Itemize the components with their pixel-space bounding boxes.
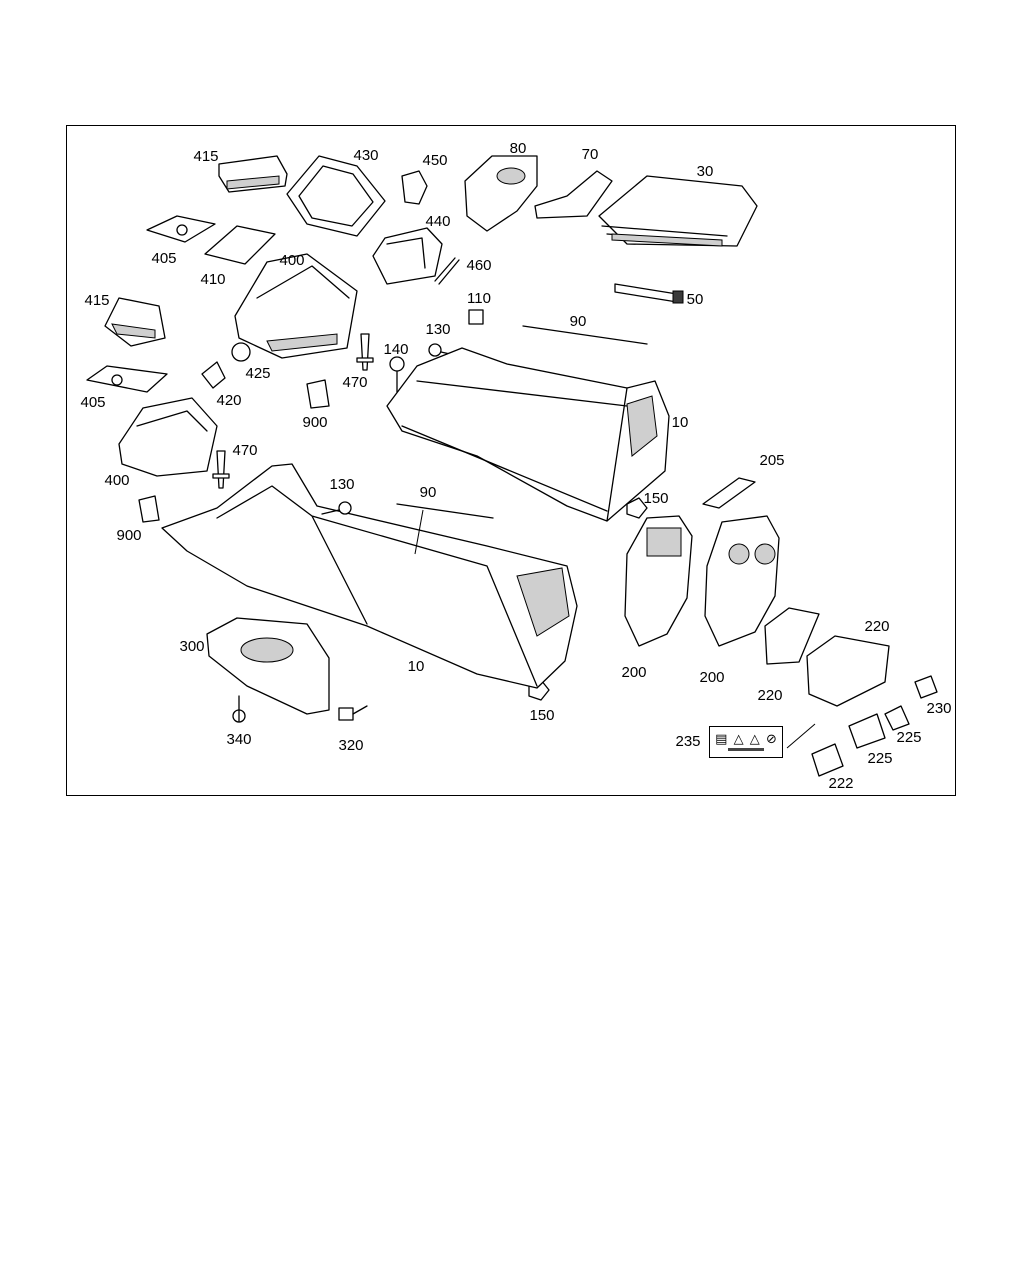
callout-222: 222 [828,775,854,792]
callout-400-upper: 400 [279,252,305,269]
callout-430: 430 [353,147,379,164]
callout-220-left: 220 [757,687,783,704]
callout-130-lower: 130 [329,476,355,493]
callout-300: 300 [179,638,205,655]
callout-220-right: 220 [864,618,890,635]
part-console-10-lower [161,463,578,689]
part-vent-220-left [764,607,820,665]
callout-150-lower: 150 [529,707,555,724]
callout-450: 450 [422,152,448,169]
part-mat-405-upper [146,215,216,243]
part-clip-130-lower [321,501,352,515]
part-clip-320 [338,705,368,721]
callout-30: 30 [696,163,714,180]
callout-425: 425 [245,365,271,382]
callout-150-upper: 150 [643,490,669,507]
part-switch-225-upper [884,705,910,731]
callout-440: 440 [425,213,451,230]
part-console-10-upper [386,347,670,522]
callout-130-upper: 130 [425,321,451,338]
part-trim-70 [534,170,613,219]
part-rear-panel-200-left [624,515,693,647]
warning-triangle-icon: △ [749,730,760,746]
part-mat-410 [204,225,276,265]
part-panel-205 [702,477,756,509]
part-screw-470-lower [212,450,230,489]
callout-50: 50 [686,291,704,308]
part-rear-panel-200-right [704,515,780,647]
part-mat-405-lower [86,365,168,393]
warning-triangle-icon: △ [733,730,744,746]
part-switch-222 [811,743,844,777]
callout-225-lower: 225 [867,750,893,767]
part-storage-box-415-top [218,155,288,193]
callout-340: 340 [226,731,252,748]
callout-200-left: 200 [621,664,647,681]
callout-900-upper: 900 [302,414,328,431]
part-screw-340 [232,695,246,723]
part-tray-400-lower [118,397,218,477]
parts-diagram-frame: 30 50 70 80 90 90 10 10 110 130 130 140 … [66,125,956,796]
callout-420: 420 [216,392,242,409]
part-cupholder-cover [464,155,538,232]
part-clip-110 [468,309,484,325]
callout-110: 110 [467,290,491,307]
callout-405-lower: 405 [80,394,106,411]
callout-470-lower: 470 [232,442,258,459]
warning-book-icon: ▤ [715,730,728,746]
part-clip-450 [401,170,428,205]
part-bezel-frame [286,155,386,237]
exploded-parts-drawing [86,155,938,777]
callout-405-upper: 405 [151,250,177,267]
part-nut-150-upper [626,497,648,519]
callout-80: 80 [509,140,527,157]
part-rod-90-upper [522,325,648,345]
part-vent-220-right [806,635,890,707]
callout-900-lower: 900 [116,527,142,544]
callout-415-lower: 415 [84,292,110,309]
callout-90-lower: 90 [419,484,437,501]
callout-320: 320 [338,737,364,754]
callout-90-upper: 90 [569,313,587,330]
part-screw-140 [389,356,405,393]
part-strap-460 [434,257,460,285]
callout-410: 410 [200,271,226,288]
warning-label-fine-print [728,748,764,751]
part-switch-425 [231,342,251,362]
callout-70: 70 [581,146,599,163]
part-tray-400-upper [234,253,358,359]
callout-205: 205 [759,452,785,469]
callout-10-lower: 10 [407,658,425,675]
callout-460: 460 [466,257,492,274]
part-armrest-lid [598,175,758,247]
callout-235: 235 [675,733,701,750]
part-switch-225-lower [848,713,886,749]
part-switch-420 [201,361,226,389]
part-storage-box-415-lower [104,297,166,347]
callout-415-upper: 415 [193,148,219,165]
part-rod-90-lower [396,503,494,555]
callout-200-right: 200 [699,669,725,686]
prohibited-icon: ⊘ [765,730,777,746]
warning-label-235: ▤ △ △ ⊘ [709,726,783,758]
callout-230: 230 [926,700,952,717]
callout-225-upper: 225 [896,729,922,746]
part-switch-230 [914,675,938,699]
callout-400-lower: 400 [104,472,130,489]
callout-10-upper: 10 [671,414,689,431]
part-screw-470-upper [356,333,374,371]
part-holder-440 [372,227,443,285]
part-cupholder-300 [206,617,330,715]
part-label-900-upper [306,379,330,409]
callout-470-upper: 470 [342,374,368,391]
part-hinge-bar [614,283,684,304]
callout-140: 140 [383,341,409,358]
part-label-900-lower [138,495,160,523]
